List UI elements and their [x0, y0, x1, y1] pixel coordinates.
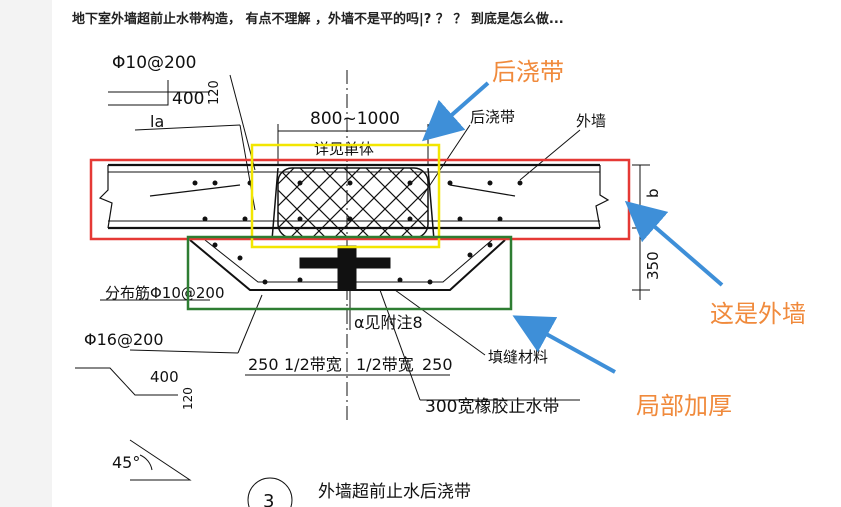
dim-250-left: 250: [248, 355, 279, 374]
filler-label: 填缝材料: [488, 348, 548, 366]
rebar-bottom-label: Φ16@200: [84, 330, 164, 349]
rebar-dots: [192, 180, 523, 285]
dim-120-a: 120: [207, 80, 222, 105]
dim-350: 350: [644, 251, 662, 280]
annotation-labels: 后浇带 这是外墙 局部加厚: [492, 58, 806, 420]
la-label: la: [150, 112, 164, 131]
left-sidebar: [0, 0, 52, 507]
rubber-waterstop: [299, 245, 391, 291]
annotation-local-thick: 局部加厚: [636, 392, 732, 420]
local-thickening-green-box: [186, 235, 513, 311]
dim-400-b: 400: [150, 368, 179, 386]
arrow-to-thickening: [512, 315, 616, 374]
question-title: 地下室外墙超前止水带构造， 有点不理解 ，外墙不是平的吗|? ？ ？ 到底是怎么…: [72, 12, 564, 27]
outer-wall-drawing-label: 外墙: [576, 112, 606, 130]
alpha-note: α见附注8: [354, 313, 423, 332]
width-range: 800~1000: [310, 109, 400, 129]
dim-120-b: 120: [181, 387, 195, 410]
outer-wall-slab: [98, 163, 610, 230]
angle-label: 45°: [112, 453, 140, 472]
see-detail: 详见单体: [314, 140, 374, 158]
drawing-labels: Φ10@200 400 120 la 800~1000 详见单体 后浇带 外墙 …: [84, 53, 662, 507]
annotation-post-pour: 后浇带: [492, 58, 564, 86]
detail-number: 3: [263, 491, 274, 507]
annotation-outer-wall: 这是外墙: [710, 300, 806, 328]
dist-rebar-label: 分布筋Φ10@200: [105, 284, 225, 302]
waterstop-label: 300宽橡胶止水带: [425, 397, 559, 417]
post-pour-drawing-label: 后浇带: [470, 108, 515, 126]
rebar-top-label: Φ10@200: [112, 53, 196, 73]
annotation-arrows: [422, 81, 724, 374]
arrow-to-outer-wall: [624, 200, 724, 287]
dim-250-right: 250: [422, 355, 453, 374]
half-width-right: 1/2带宽: [356, 355, 414, 374]
drawing-caption: 外墙超前止水后浇带: [318, 482, 471, 502]
half-width-left: 1/2带宽: [284, 355, 342, 374]
dim-400-a: 400: [172, 89, 204, 109]
dim-b: b: [644, 188, 662, 198]
post-pour-hatch: [277, 167, 429, 239]
arrow-to-post-pour: [422, 81, 490, 142]
post-pour-yellow-box: [250, 143, 441, 249]
outer-wall-red-box: [89, 158, 631, 241]
